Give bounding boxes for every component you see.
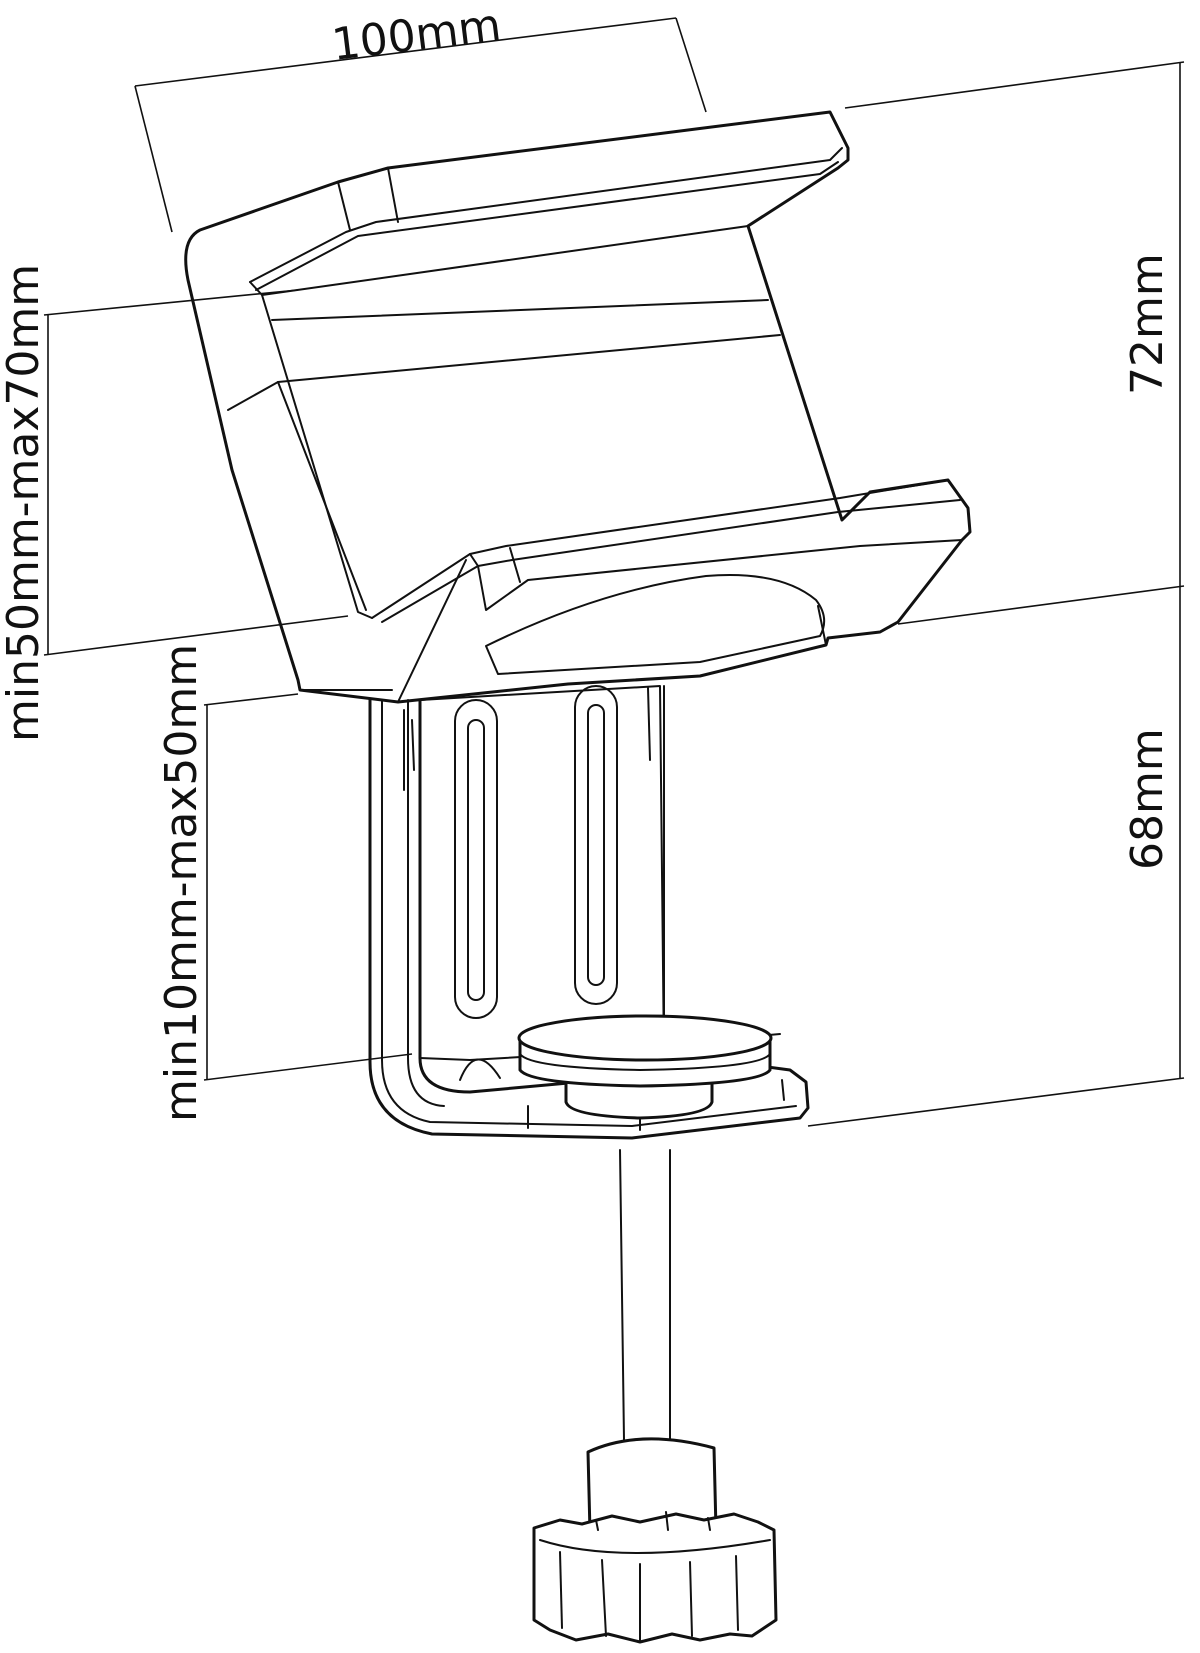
upper-range-label: min50mm-max70mm	[0, 264, 49, 742]
dimension-lines	[43, 17, 1185, 1127]
lower-range-label: min10mm-max50mm	[156, 644, 207, 1122]
top-height-label: 72mm	[1122, 253, 1173, 395]
upper-holder	[184, 110, 972, 704]
pressure-pad	[517, 1014, 773, 1120]
bottom-height-label: 68mm	[1122, 728, 1173, 870]
screw-rod	[619, 1149, 671, 1441]
width-label: 100mm	[329, 0, 504, 71]
knob	[532, 1437, 778, 1644]
